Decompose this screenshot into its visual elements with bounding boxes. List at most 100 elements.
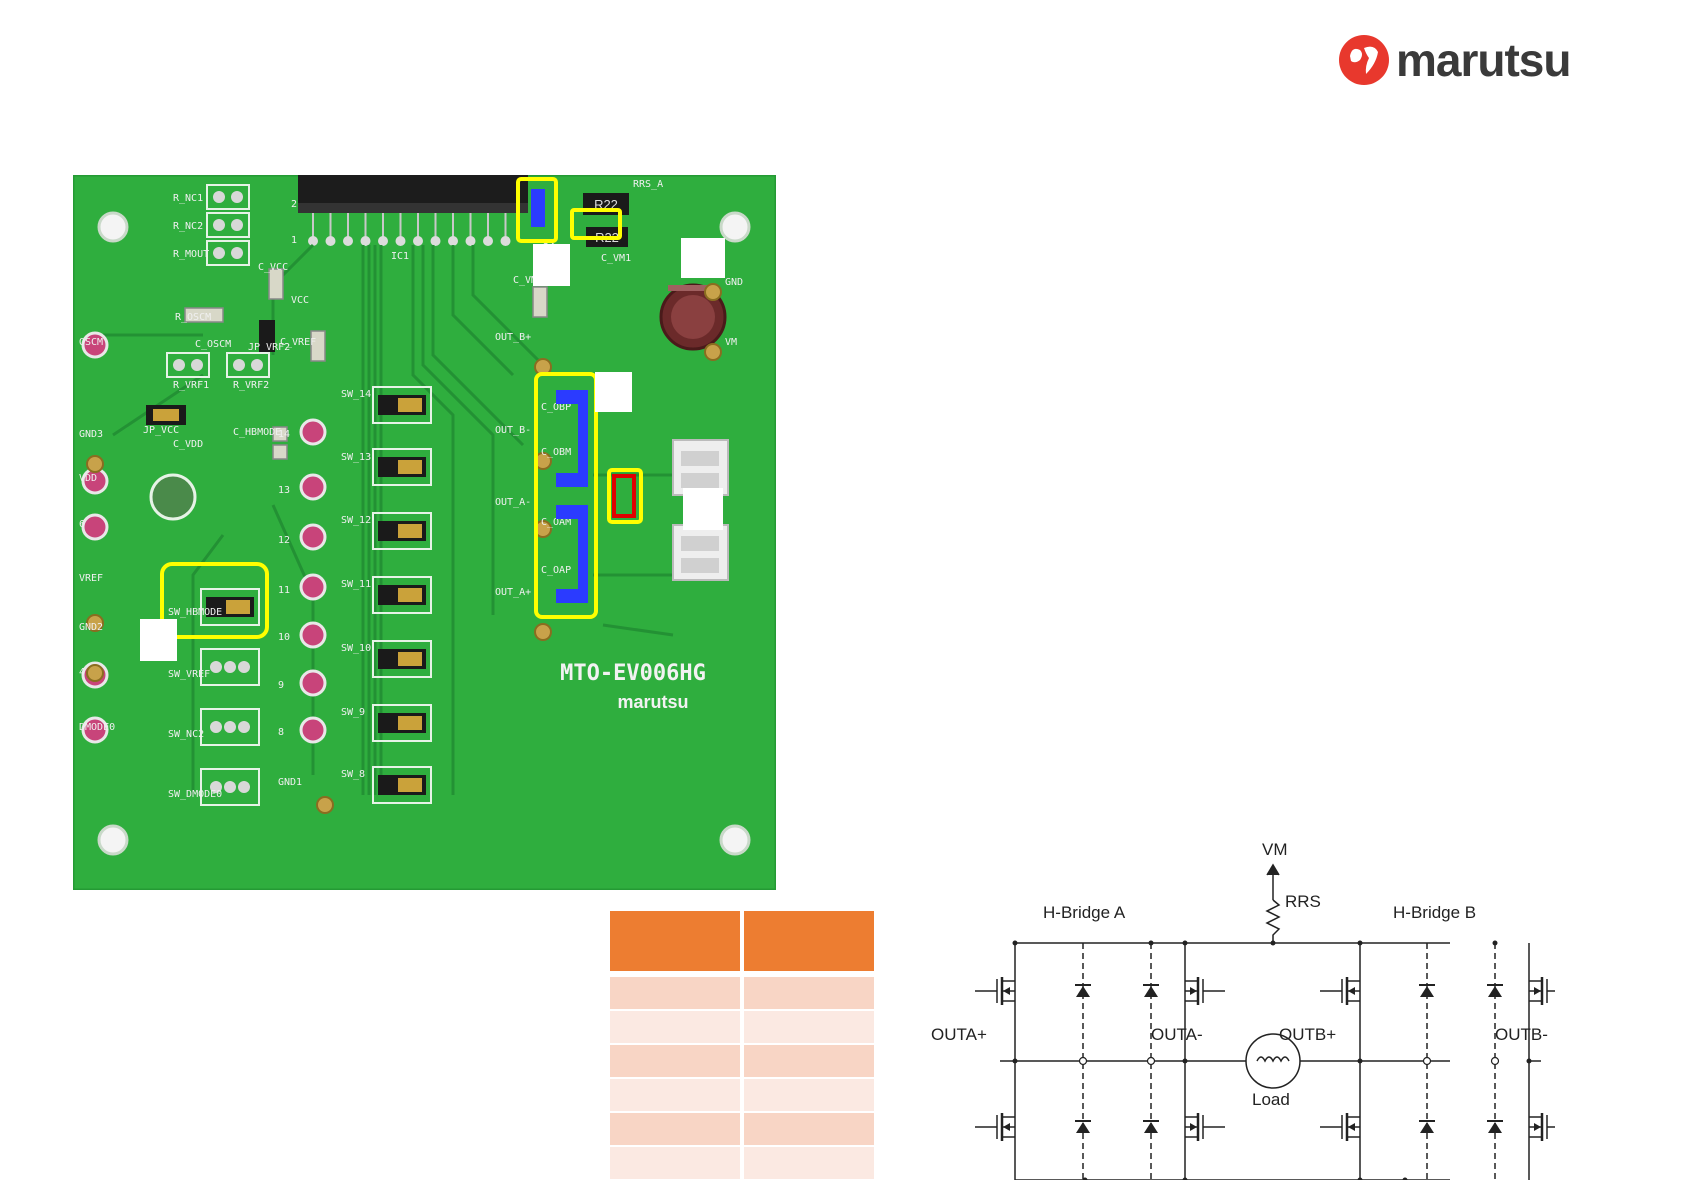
highlight-sw-hbmode [160, 562, 269, 639]
switch-label: SW_11 [341, 579, 371, 590]
switch-label: SW_10 [341, 643, 371, 654]
switch-label: SW_8 [341, 769, 365, 780]
pin-label: 11 [278, 585, 290, 596]
annotation-marker-2 [681, 238, 725, 278]
out-label: OUT_B- [495, 425, 531, 436]
silk-label: 4 [79, 667, 85, 678]
silk-label: R_NC2 [173, 221, 203, 232]
board-brand-label: marutsu [617, 692, 688, 712]
table-cell [744, 1079, 874, 1111]
table-row [610, 1011, 874, 1043]
misc-label: C_VM2 [513, 275, 543, 286]
table-row [610, 1113, 874, 1145]
table-header-cell [744, 911, 874, 971]
label-vm: VM [1262, 840, 1288, 859]
table-cell [744, 977, 874, 1009]
marutsu-logo-icon [1339, 35, 1389, 85]
highlight-connector-jumper [607, 468, 643, 524]
pin-label: 12 [278, 535, 290, 546]
misc-label: RRS_A [633, 179, 663, 190]
left-switch-label: SW_VREF [168, 669, 210, 680]
pin-label: 9 [278, 680, 284, 691]
silk-label: C_HBMODE [233, 427, 281, 438]
silk-label: 6 [79, 519, 85, 530]
table-cell [744, 1045, 874, 1077]
silk-label: VREF [79, 573, 103, 584]
switch-label: SW_12 [341, 515, 371, 526]
silk-label: VCC [291, 295, 309, 306]
label-outb-plus: OUTB+ [1279, 1025, 1337, 1044]
annotation-marker-5 [140, 619, 177, 661]
label-h-bridge-a: H-Bridge A [1043, 903, 1126, 922]
annotation-marker-4 [683, 488, 723, 530]
switch-label: SW_9 [341, 707, 365, 718]
table-cell [610, 977, 740, 1009]
logo-text: marutsu [1396, 34, 1571, 86]
highlight-jumper-top [516, 177, 558, 243]
left-switch-label: SW_NC2 [168, 729, 204, 740]
pin-label: 14 [278, 429, 290, 440]
table-row [610, 1147, 874, 1179]
label-outb-minus: OUTB- [1495, 1025, 1548, 1044]
table-header-cell [610, 911, 740, 971]
silk-label: GND3 [79, 429, 103, 440]
silk-label: C_VDD [173, 439, 203, 450]
highlight-caps [534, 372, 598, 619]
silk-label: R_VRF1 [173, 380, 209, 391]
table-cell [610, 1113, 740, 1145]
settings-table [610, 911, 874, 1179]
silk-label: OSCM [79, 337, 103, 348]
table-header [610, 911, 874, 971]
table-row [610, 1079, 874, 1111]
left-switch-label: SW_HBMODE [168, 607, 222, 618]
out-label: OUT_A- [495, 497, 531, 508]
h-bridge-schematic: VM RRS H-Bridge A H-Bridge B OUTA+ OUTA-… [915, 840, 1569, 1191]
silk-label: C_VREF [280, 337, 316, 348]
silk-label: R_OSCM [175, 312, 211, 323]
silk-label: GND2 [79, 622, 103, 633]
misc-label: 1 [291, 235, 297, 246]
table-cell [610, 1045, 740, 1077]
silk-label: DMODE0 [79, 722, 115, 733]
silk-label: JP_VRF2 [248, 342, 290, 353]
switch-label: SW_14 [341, 389, 371, 400]
highlight-resistor [570, 208, 622, 240]
misc-label: IC1 [391, 251, 409, 262]
table-row [610, 977, 874, 1009]
silk-label: JP_VCC [143, 425, 179, 436]
misc-label: C_VM1 [601, 253, 631, 264]
label-h-bridge-b: H-Bridge B [1393, 903, 1477, 922]
table-cell [744, 1147, 874, 1179]
pin-label: 10 [278, 632, 290, 643]
cap-label: C_OBP [541, 402, 571, 413]
label-rrs: RRS [1285, 892, 1321, 911]
silk-label: R_VRF2 [233, 380, 269, 391]
label-outa-minus: OUTA- [1151, 1025, 1203, 1044]
pin-label: 8 [278, 727, 284, 738]
annotation-marker-3 [595, 372, 632, 412]
cap-label: C_OBM [541, 447, 571, 458]
table-cell [744, 1113, 874, 1145]
annotation-marker-1 [533, 244, 570, 286]
pin-label: GND1 [278, 777, 302, 788]
misc-label: 2 [291, 199, 297, 210]
switch-label: SW_13 [341, 452, 371, 463]
misc-label: GND [725, 277, 743, 288]
cap-label: C_OAP [541, 565, 571, 576]
silk-label: VDD [79, 473, 97, 484]
table-cell [610, 1147, 740, 1179]
silk-label: R_NC1 [173, 193, 203, 204]
pin-label: 13 [278, 485, 290, 496]
silk-label: C_VCC [258, 262, 288, 273]
left-switch-label: SW_DMODE0 [168, 789, 222, 800]
marutsu-logo: marutsu [1338, 30, 1618, 90]
label-outa-plus: OUTA+ [931, 1025, 987, 1044]
cap-label: C_OAM [541, 517, 571, 528]
silk-label: R_MOUT [173, 249, 209, 260]
table-row [610, 1045, 874, 1077]
out-label: OUT_A+ [495, 587, 531, 598]
label-load: Load [1252, 1090, 1290, 1109]
table-cell [744, 1011, 874, 1043]
board-model-label: MTO-EV006HG [560, 661, 706, 686]
